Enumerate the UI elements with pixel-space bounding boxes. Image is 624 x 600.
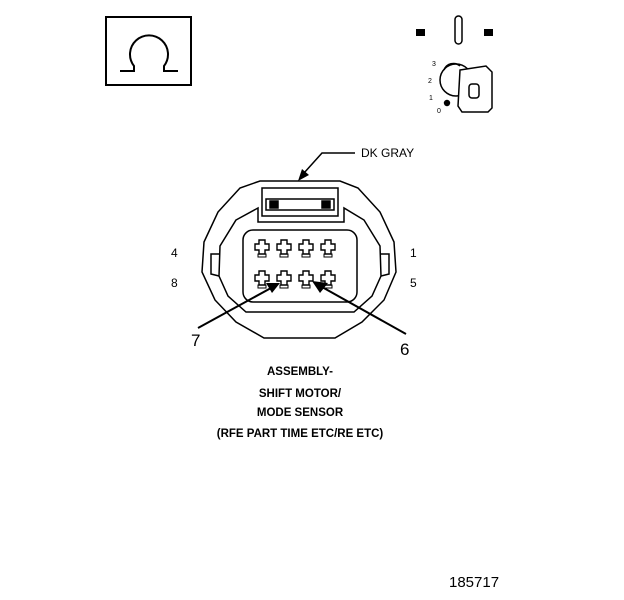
terminal-latch — [257, 284, 267, 289]
terminal-cavity — [276, 270, 292, 286]
terminal-latch — [257, 253, 267, 258]
ohms-meter-icon — [105, 16, 192, 86]
terminal-latch — [301, 253, 311, 258]
callout-7-line — [197, 283, 280, 329]
callout-6-line — [312, 281, 407, 335]
key-position-1: 1 — [429, 95, 433, 102]
title-line-2: SHIFT MOTOR/ — [258, 388, 342, 400]
terminal-cavity — [254, 239, 270, 255]
terminal-latch — [279, 253, 289, 258]
terminal-cavity — [276, 239, 292, 255]
terminal-cavity — [320, 239, 336, 255]
color-leader-arrow — [298, 152, 355, 181]
key-position-2: 2 — [428, 78, 432, 85]
pin-number-8: 8 — [171, 276, 178, 290]
terminal-latch — [301, 284, 311, 289]
key-position-0: 0 — [437, 108, 441, 115]
figure-number: 185717 — [449, 574, 500, 591]
terminal-latch — [323, 253, 333, 258]
terminal-latch — [279, 284, 289, 289]
wire-color-label: DK GRAY — [361, 146, 415, 160]
title-line-1: ASSEMBLY- — [266, 366, 334, 378]
title-line-3: MODE SENSOR — [256, 407, 344, 419]
pin-number-5: 5 — [410, 276, 417, 290]
pin-number-1: 1 — [410, 246, 417, 260]
terminal-cavities — [254, 239, 336, 289]
title-line-4: (RFE PART TIME ETC/RE ETC) — [216, 428, 384, 440]
key-position-3: 3 — [432, 61, 436, 68]
terminal-cavity — [254, 270, 270, 286]
pin-number-4: 4 — [171, 246, 178, 260]
callout-6: 6 — [400, 340, 410, 359]
connector-body — [201, 180, 397, 339]
terminal-cavity — [298, 270, 314, 286]
terminal-cavity — [298, 239, 314, 255]
callout-7: 7 — [191, 331, 201, 350]
ignition-key-icon — [416, 15, 493, 113]
